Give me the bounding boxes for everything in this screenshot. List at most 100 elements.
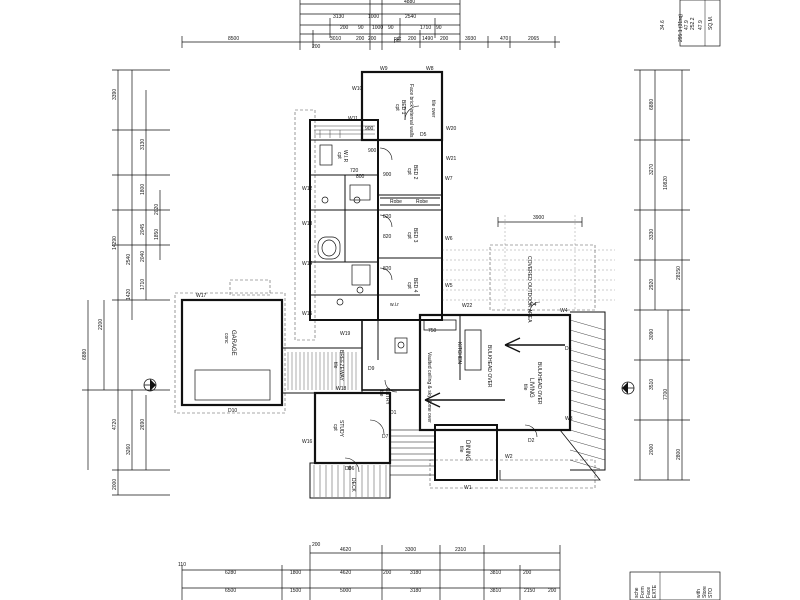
tag-w16: W16 [302,439,313,445]
label-dining: DINING [464,440,470,461]
dim-bot-r1-1: 4620 [340,547,351,553]
tag-d10: D10 [228,408,237,414]
tag-w10: W10 [352,86,363,92]
tag-w20: W20 [446,126,457,132]
area-legend: SQ.M. 47.9 252.2 47.9 295.1 (31sq) 34.6 [660,0,721,47]
label-bed4-floor: cpt [406,282,412,289]
dim-bot-r3-4: 3810 [490,588,501,594]
dim-top-200e: 200 [440,36,449,42]
dim-left-1: 3130 [140,139,146,150]
tag-w2: W2 [505,454,513,460]
left-dimension-texts: 3390 3130 1800 2020 1850 2045 2040 2540 … [82,89,160,490]
legend-val-0: 47.9 [698,20,704,30]
dim-bot-r2-1: 6280 [225,570,236,576]
tag-d5: D5 [420,132,427,138]
label-deck: DECK [350,478,356,493]
breezeway-hatch [287,352,357,390]
dim-left-3: 2020 [154,204,160,215]
tag-w17: W17 [196,293,207,299]
dim-covered-3900: 3900 [533,215,544,221]
dim-bot-r2-7: 200 [523,570,532,576]
note-vaulted: Vaulted ceiling & sky dome over [426,352,432,423]
tag-w14: W14 [302,261,313,267]
label-breezeway-floor: tile [332,362,338,369]
dim-mid-8: 750 [428,328,437,334]
note-sto: STO [708,588,714,598]
dim-top-3130: 3130 [333,14,344,20]
ceiling-arrows [424,337,565,408]
dim-top-pdr: pdr [394,36,402,42]
dim-left-8: 1710 [140,279,146,290]
dim-top-4880: 4880 [404,0,415,5]
dim-right-4: 10820 [663,176,669,190]
label-garage-floor: conc [223,333,229,344]
dim-top-3010: 3010 [330,36,341,42]
dim-left-5: 2045 [140,224,146,235]
tag-w19: W19 [340,331,351,337]
label-study: STUDY [338,420,344,438]
right-dimension-lines [634,69,690,481]
dim-bot-r3-1: 1500 [290,588,301,594]
tag-w18: W18 [336,386,347,392]
dim-bot-r2-4: 200 [383,570,392,576]
dim-left-2: 1800 [140,184,146,195]
section-marker-left-icon [143,378,157,392]
label-bed2: BED 2 [412,165,418,180]
label-pdr: pdr [394,38,402,44]
label-dining-floor: tile [458,446,464,453]
tag-d3: D3 [565,346,572,352]
label-bed2-floor: cpt [406,168,412,175]
eave-outlines [174,109,596,489]
dim-bot-r2-3: 4620 [340,570,351,576]
label-wir-floor: cpt [336,152,342,159]
legend-val-1: 252.2 [690,17,696,30]
dim-right-7: 3510 [649,379,655,390]
kitchen-island [423,319,482,371]
label-bed4: BED 4 [412,278,418,293]
dim-top-8500: 8500 [228,36,239,42]
note-form: Form [640,586,646,598]
bottom-dimension-lines [181,545,561,600]
internal-walls [310,139,461,380]
label-breezeway: BREEZEWAY [338,350,344,382]
wardrobe-shelves [314,125,375,138]
front-deck-hatch [309,462,391,499]
label-robe-2: Robe [416,199,428,205]
dim-top-200d: 200 [408,36,417,42]
bottom-dimension-texts: 200 4620 3300 2310 110 6280 1800 4620 20… [178,542,557,594]
dim-mid-7: 720 [350,168,359,174]
legend-val-4: 34.6 [660,20,666,30]
note-tile-over: tile over [430,100,436,118]
dim-bot-r3-2: 5000 [340,588,351,594]
tag-w5: W5 [445,283,453,289]
note-face-brick: Face brick internal walls [408,84,414,138]
label-wir: W.I.R [342,150,348,163]
dim-mid-1: 800 [356,174,365,180]
note-sche: sche [634,587,640,598]
legend-val-2: 47.9 [684,20,690,30]
tag-w13: W13 [302,221,313,227]
dim-left-4: 1850 [154,229,160,240]
label-living-floor: tile [522,384,528,391]
note-with: with [696,589,702,598]
label-kitchen: KITCHEN [456,342,462,364]
dim-left-0: 3390 [112,89,118,100]
left-dimension-lines [82,69,170,496]
room-labels: BED 1 cpt Face brick internal walls BED … [223,38,542,493]
tag-w1: W1 [464,485,472,491]
dim-left-7: 2540 [126,254,132,265]
tag-w11: W11 [348,116,358,122]
dim-right-9: 2000 [649,444,655,455]
tag-w3: W3 [565,416,573,422]
tag-w9: W9 [380,66,388,72]
dim-top-2540: 2540 [405,14,416,20]
dim-top-200b: 200 [356,36,365,42]
dim-mid-5: 820 [383,266,392,272]
covered-area-hatch [442,215,615,310]
legend-val-3: 295.1 (31sq) [678,14,684,42]
dim-right-10: 2800 [676,449,682,460]
door-swings [344,105,541,473]
top-dimension-lines [181,0,560,50]
dim-left-10: 14290 [112,236,118,250]
dim-right-1: 3270 [649,164,655,175]
